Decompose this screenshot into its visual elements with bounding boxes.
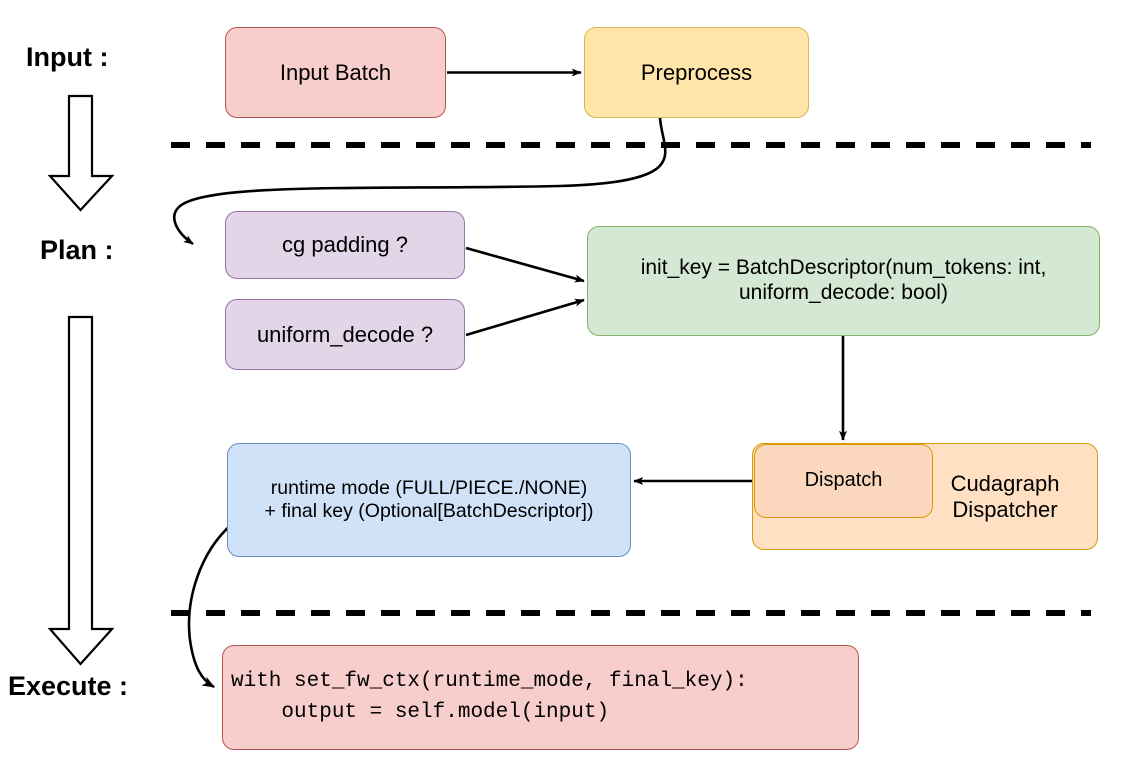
stage-label-execute: Execute : — [8, 671, 129, 701]
node-cg-padding[interactable]: cg padding ? — [225, 211, 465, 279]
edge-uniform-decode-to-init-key — [465, 298, 585, 337]
node-preprocess[interactable]: Preprocess — [584, 27, 809, 118]
stage-arrow-plan-to-execute — [47, 315, 115, 666]
node-uniform-decode[interactable]: uniform_decode ? — [225, 299, 465, 370]
stage-arrow-input-to-plan — [47, 94, 115, 212]
node-execute-code[interactable]: with set_fw_ctx(runtime_mode, final_key)… — [222, 645, 859, 750]
stage-label-plan: Plan : — [40, 235, 114, 265]
node-input-batch[interactable]: Input Batch — [225, 27, 446, 118]
node-cudagraph-dispatcher-label: Cudagraph Dispatcher — [950, 470, 1060, 522]
edge-cg-padding-to-init-key — [465, 246, 585, 283]
node-runtime-mode[interactable]: runtime mode (FULL/PIECE./NONE) + final … — [227, 443, 631, 557]
node-dispatch[interactable]: Dispatch — [754, 444, 933, 518]
node-init-key[interactable]: init_key = BatchDescriptor(num_tokens: i… — [587, 226, 1100, 336]
stage-label-input: Input : — [26, 42, 109, 72]
